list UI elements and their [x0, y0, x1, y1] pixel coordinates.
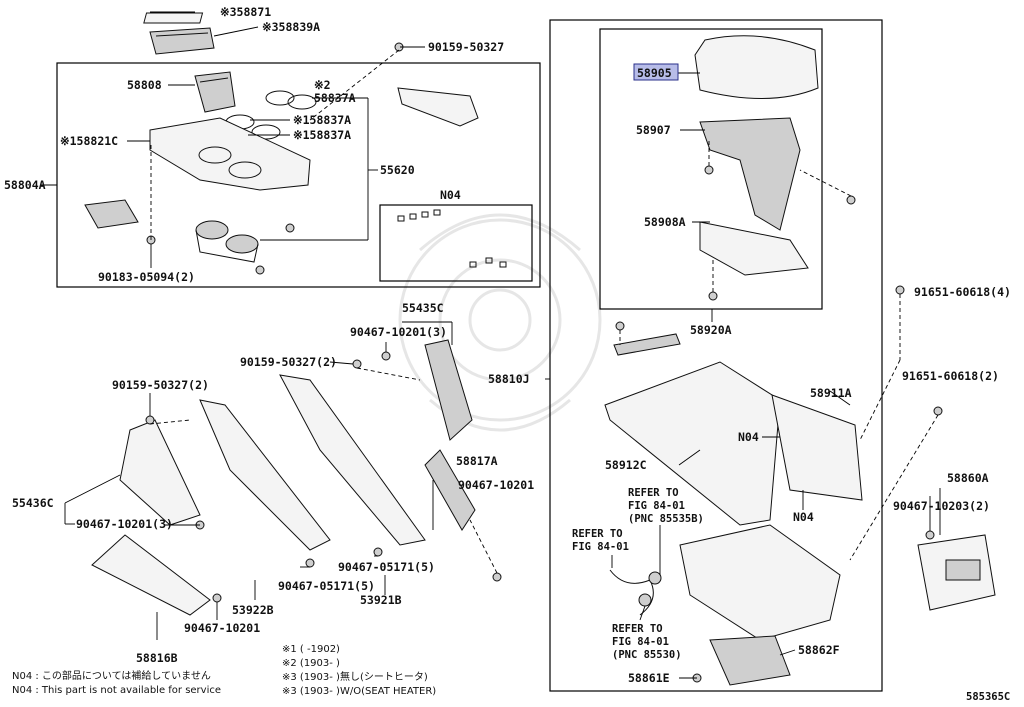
label-58912c[interactable]: 58912C: [605, 458, 647, 472]
label-n04-b: N04: [793, 510, 814, 524]
side-panel-58911a-shape[interactable]: [771, 394, 863, 501]
highlight-58905: [633, 63, 679, 81]
label-58871[interactable]: ※358871: [220, 5, 271, 19]
refer1-line2[interactable]: FIG 84-01: [628, 500, 685, 512]
right-console-group-box: [549, 19, 883, 692]
armrest-base-58908a-shape[interactable]: [699, 221, 809, 276]
trim-upper-right-shape[interactable]: [397, 87, 479, 127]
armrest-lid-58905-shape[interactable]: [694, 35, 819, 99]
label-n04-a: N04: [738, 430, 759, 444]
label-90183-05094[interactable]: 90183-05094(2): [98, 270, 195, 284]
rail-58920a-shape[interactable]: [613, 333, 681, 356]
side-trim-55436c-shape[interactable]: [119, 419, 201, 526]
label-91651-60618-2[interactable]: 91651-60618(2): [902, 369, 999, 383]
label-90159-50327-2-left[interactable]: 90159-50327(2): [112, 378, 209, 392]
label-58908a[interactable]: 58908A: [644, 215, 686, 229]
panel-53922b-shape[interactable]: [199, 399, 331, 551]
panel-55435c-shape[interactable]: [424, 339, 473, 441]
label-58860a[interactable]: 58860A: [947, 471, 989, 485]
label-91651-60618-4[interactable]: 91651-60618(4): [914, 285, 1011, 299]
label-90467-10201-3-left[interactable]: 90467-10201(3): [76, 517, 173, 531]
label-58920a[interactable]: 58920A: [690, 323, 732, 337]
watermark-emblem: [398, 213, 602, 432]
n04-inset-box: [379, 204, 533, 282]
label-55435c[interactable]: 55435C: [402, 301, 444, 315]
note-mark-3b: ※3 (1903- )W/O(SEAT HEATER): [282, 686, 436, 697]
upper-panel-58804a-shape[interactable]: [149, 117, 311, 191]
note-mark-1: ※1 ( -1902): [282, 644, 340, 655]
label-58821c[interactable]: ※158821C: [60, 134, 118, 148]
label-58862f[interactable]: 58862F: [798, 643, 840, 657]
leader-lines: [40, 11, 941, 679]
label-90467-10201-3-top[interactable]: 90467-10201(3): [350, 325, 447, 339]
label-90467-10201-bot[interactable]: 90467-10201: [184, 621, 260, 635]
shift-boot-58808-shape[interactable]: [194, 71, 236, 113]
bracket-left-shape[interactable]: [84, 199, 139, 229]
duct-58862f-shape[interactable]: [709, 635, 791, 686]
label-55620[interactable]: 55620: [380, 163, 415, 177]
label-58861e[interactable]: 58861E: [628, 671, 670, 685]
pad-58871-shape[interactable]: [143, 12, 204, 24]
refer2-line2[interactable]: FIG 84-01: [572, 541, 629, 553]
label-90159-50327-2-mid[interactable]: 90159-50327(2): [240, 355, 337, 369]
diagram-id: 585365C: [966, 691, 1010, 703]
armrest-group-box: [599, 28, 823, 310]
label-58907[interactable]: 58907: [636, 123, 671, 137]
console-box-58862-shape[interactable]: [679, 524, 841, 641]
label-90467-05171-5-b[interactable]: 90467-05171(5): [278, 579, 375, 593]
label-55436c[interactable]: 55436C: [12, 496, 54, 510]
console-body-58810j-shape[interactable]: [604, 361, 781, 526]
label-90467-10203[interactable]: 90467-10203(2): [893, 499, 990, 513]
refer2-line1[interactable]: REFER TO: [572, 528, 623, 540]
label-58817a[interactable]: 58817A: [456, 454, 498, 468]
label-58837a-3[interactable]: ※158837A: [293, 128, 351, 142]
refer3-line1[interactable]: REFER TO: [612, 623, 663, 635]
panel-53921b-shape[interactable]: [279, 374, 426, 546]
label-58808[interactable]: 58808: [127, 78, 162, 92]
tray-58839a-shape[interactable]: [149, 27, 215, 55]
label-90159-50327-top[interactable]: 90159-50327: [428, 40, 504, 54]
label-58837a-1[interactable]: 58837A: [314, 91, 356, 105]
label-n04-box: N04: [440, 188, 461, 202]
panel-58817a-shape[interactable]: [424, 449, 476, 531]
n04-clips-shape: [397, 209, 507, 268]
note-mark-3a: ※3 (1903- )無し(シートヒータ): [282, 670, 428, 683]
label-53921b[interactable]: 53921B: [360, 593, 402, 607]
label-90467-05171-5-a[interactable]: 90467-05171(5): [338, 560, 435, 574]
label-58837a-1-mark: ※2: [314, 78, 331, 92]
label-58911a[interactable]: 58911A: [810, 386, 852, 400]
label-58837a-2[interactable]: ※158837A: [293, 113, 351, 127]
switch-harness-shape: [609, 569, 662, 616]
label-58816b[interactable]: 58816B: [136, 651, 178, 665]
refer1-line3[interactable]: (PNC 85535B): [628, 513, 704, 525]
cupholder-insert-shape[interactable]: [195, 220, 259, 263]
label-53922b[interactable]: 53922B: [232, 603, 274, 617]
refer3-line2[interactable]: FIG 84-01: [612, 636, 669, 648]
note-mark-2: ※2 (1903- ): [282, 658, 340, 669]
label-90467-10201-r[interactable]: 90467-10201: [458, 478, 534, 492]
lower-trim-58816b-shape[interactable]: [91, 534, 211, 616]
note-n04-jp: N04 : この部品については補給していません: [12, 669, 211, 682]
upper-console-group-box: [56, 62, 541, 288]
refer1-line1[interactable]: REFER TO: [628, 487, 679, 499]
label-58804a[interactable]: 58804A: [4, 178, 46, 192]
note-n04-en: N04 : This part is not available for ser…: [12, 685, 221, 696]
label-58905[interactable]: 58905: [637, 66, 672, 80]
refer3-line3[interactable]: (PNC 85530): [612, 649, 682, 661]
rear-vent-58860a-shape[interactable]: [917, 534, 996, 611]
armrest-hinge-58907-shape[interactable]: [699, 117, 801, 231]
label-58839a[interactable]: ※358839A: [262, 20, 320, 34]
label-58810j[interactable]: 58810J: [488, 372, 530, 386]
